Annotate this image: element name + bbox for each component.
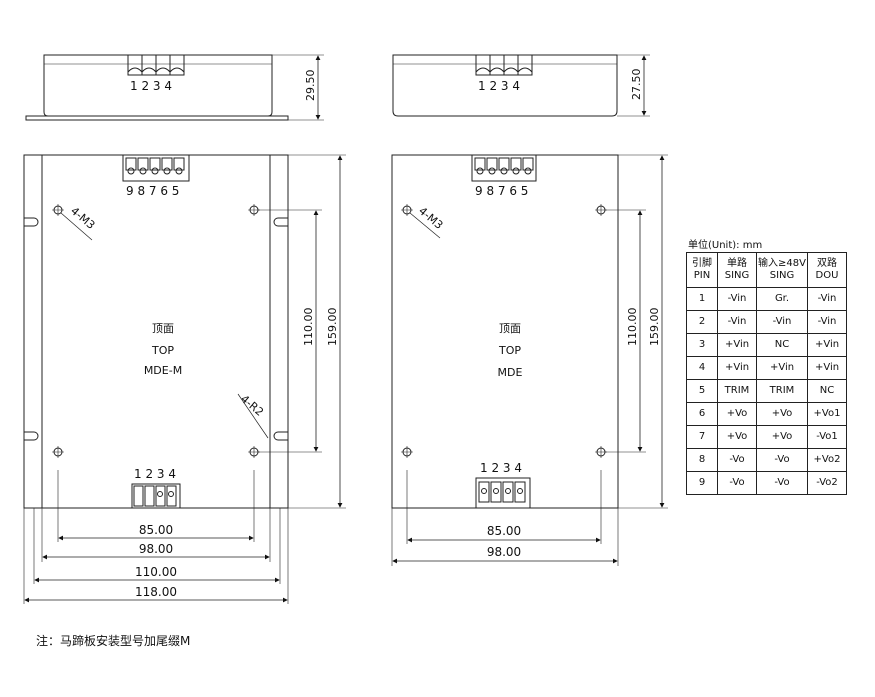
footnote: 注：马蹄板安装型号加尾缀M (36, 634, 191, 648)
table-row: 8-Vo-Vo+Vo2 (686, 448, 847, 472)
table-row: 9-Vo-Vo-Vo2 (686, 471, 847, 495)
right-outer-height-label: 159.00 (648, 308, 661, 347)
table-row: 6+Vo+Vo+Vo1 (686, 402, 847, 426)
unit-label: 单位(Unit): mm (688, 240, 763, 251)
left-hole-label: 4-M3 (68, 204, 97, 232)
right-center-line-1: 顶面 (499, 322, 521, 335)
right-side-pin-numbers: 1 2 3 4 (478, 79, 520, 93)
right-inner-height-label: 110.00 (626, 308, 639, 347)
right-hole-label: 4-M3 (416, 204, 445, 232)
left-center-line-1: 顶面 (152, 322, 174, 335)
left-width-98: 98.00 (139, 542, 173, 556)
right-width-85: 85.00 (487, 524, 521, 538)
left-inner-height-label: 110.00 (302, 308, 315, 347)
left-bottom-pin-numbers: 1 2 3 4 (134, 467, 176, 481)
left-top-view (23, 154, 346, 604)
left-width-118: 118.00 (135, 585, 177, 599)
right-top-pin-numbers: 9 8 7 6 5 (475, 184, 528, 198)
right-width-98: 98.00 (487, 545, 521, 559)
left-width-110: 110.00 (135, 565, 177, 579)
right-top-view (391, 154, 668, 566)
right-side-view (392, 54, 650, 117)
right-bottom-pin-numbers: 1 2 3 4 (480, 461, 522, 475)
left-center-line-3: MDE-M (144, 364, 182, 377)
right-side-height-label: 27.50 (630, 69, 643, 101)
left-side-height-label: 29.50 (304, 70, 317, 102)
table-row: 7+Vo+Vo-Vo1 (686, 425, 847, 449)
left-center-line-2: TOP (151, 344, 174, 357)
left-side-view (25, 54, 324, 121)
left-side-pin-numbers: 1 2 3 4 (130, 79, 172, 93)
left-width-85: 85.00 (139, 523, 173, 537)
table-row: 2-Vin-Vin-Vin (686, 310, 847, 334)
left-outer-height-label: 159.00 (326, 308, 339, 347)
right-center-line-2: TOP (498, 344, 521, 357)
right-center-line-3: MDE (498, 366, 523, 379)
left-top-pin-numbers: 9 8 7 6 5 (126, 184, 179, 198)
table-row: 4+Vin+Vin+Vin (686, 356, 847, 380)
